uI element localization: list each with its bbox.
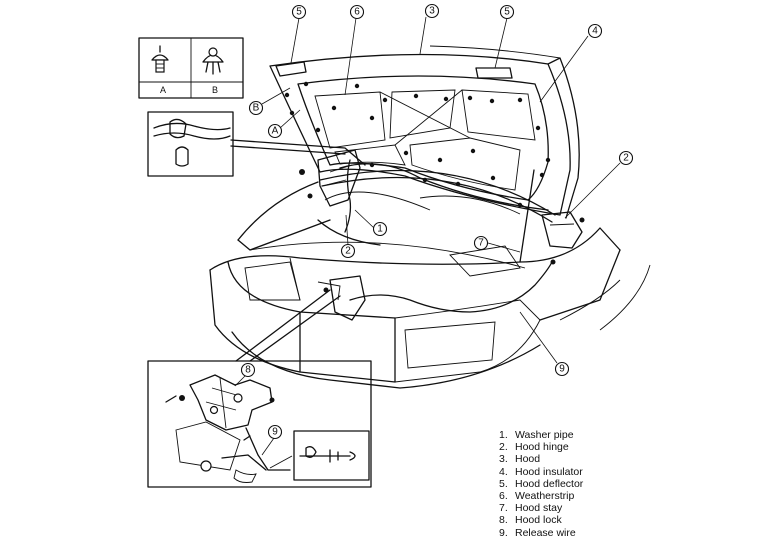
svg-text:6: 6: [354, 7, 360, 18]
marker-b: B: [248, 87, 291, 116]
callout-7: 7: [473, 235, 521, 253]
legend-item: 3.Hood: [499, 453, 541, 466]
legend-item: 8.Hood lock: [499, 514, 562, 527]
clip-b-label: B: [212, 85, 218, 95]
marker-a: A: [267, 109, 301, 139]
callout-9-inset: 9: [261, 424, 283, 456]
car-body: [209, 169, 651, 389]
legend-item: 2.Hood hinge: [499, 441, 569, 454]
callout-5-right: 5: [494, 4, 515, 69]
legend-item: 9.Release wire: [499, 526, 576, 539]
clip-types-inset: A B: [138, 37, 244, 99]
legend-item: 1.Washer pipe: [499, 429, 574, 441]
hood-hinge-right: [541, 211, 585, 249]
clip-a-label: A: [160, 85, 166, 95]
legend-item: 5.Hood deflector: [499, 477, 584, 490]
svg-text:A: A: [272, 126, 279, 137]
parts-legend: 1.Washer pipe 2.Hood hinge 3.Hood 4.Hood…: [499, 429, 583, 539]
svg-text:4: 4: [592, 26, 598, 37]
legend-item: 4.Hood insulator: [499, 465, 583, 478]
callout-3: 3: [419, 3, 440, 55]
callout-2-left: 2: [340, 214, 356, 259]
weatherstrip-detail-inset: [147, 111, 366, 177]
clip-b-icon: [202, 47, 224, 75]
svg-text:1: 1: [377, 224, 383, 235]
hood-insulator-clips: [284, 81, 551, 208]
clip-a-icon: [151, 45, 169, 73]
callout-5-left: 5: [290, 4, 307, 64]
legend-item: 6.Weatherstrip: [499, 490, 575, 503]
callout-2-right: 2: [564, 150, 634, 219]
svg-text:2: 2: [345, 246, 351, 257]
callout-6: 6: [344, 4, 365, 96]
hood-stay: [519, 169, 535, 263]
hood-lock-detail-inset: [147, 289, 372, 488]
svg-text:3: 3: [429, 6, 435, 17]
svg-text:9: 9: [272, 427, 278, 438]
svg-text:5: 5: [296, 7, 302, 18]
svg-text:8: 8: [245, 365, 251, 376]
legend-item: 7.Hood stay: [499, 502, 563, 515]
hood: [269, 45, 580, 219]
callout-4: 4: [539, 23, 603, 103]
svg-text:9: 9: [559, 364, 565, 375]
washer-pipe: [317, 159, 381, 246]
svg-text:7: 7: [478, 238, 484, 249]
svg-text:5: 5: [504, 7, 510, 18]
svg-text:2: 2: [623, 153, 629, 164]
release-wire: [349, 261, 553, 313]
svg-text:B: B: [253, 103, 260, 114]
callout-8: 8: [234, 362, 256, 387]
callout-9: 9: [519, 311, 570, 377]
callout-1: 1: [354, 209, 388, 237]
